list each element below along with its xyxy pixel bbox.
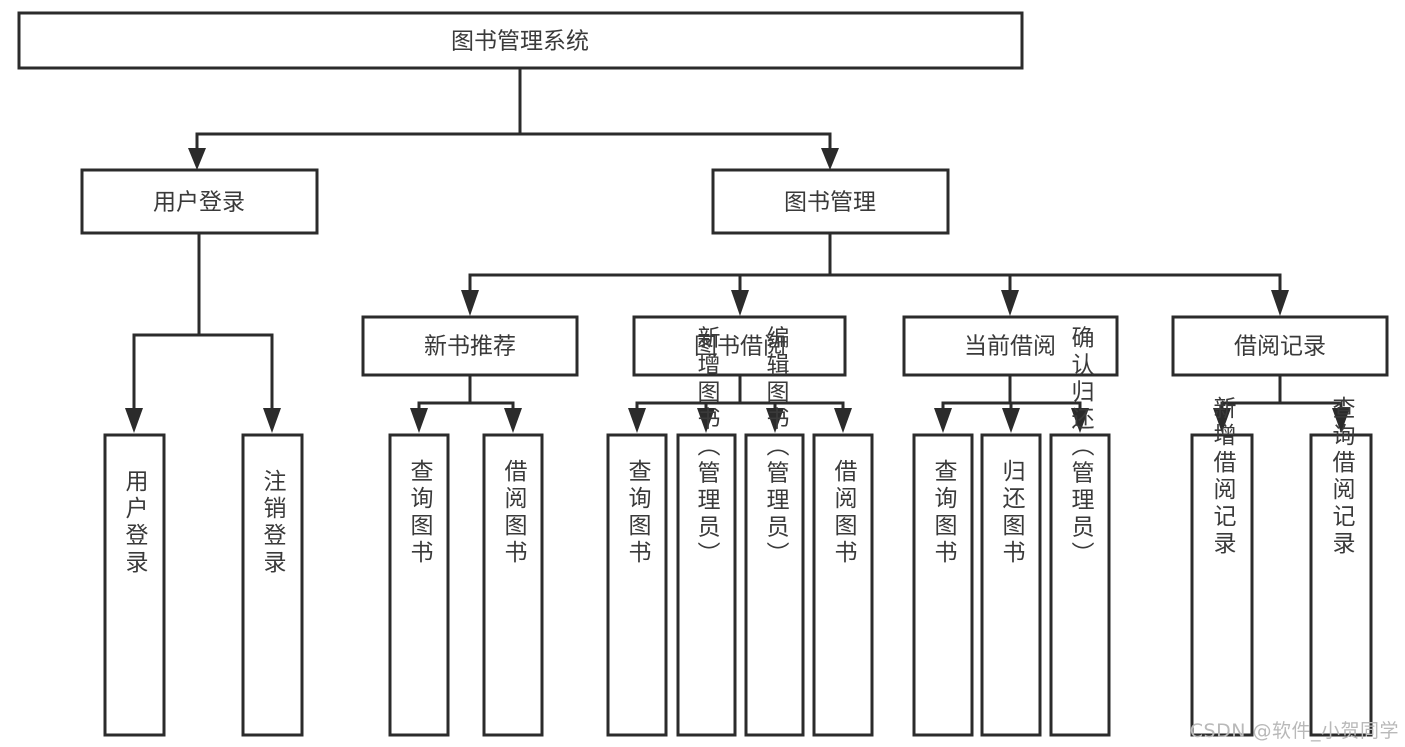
arrow-to-leaf-return-book [1002, 408, 1020, 433]
node-leaf-add-book-box[interactable] [676, 433, 737, 737]
node-leaf-add-book[interactable]: 新增图书（管理员） [676, 326, 737, 737]
node-leaf-query-record-label: 查询借阅记录 [1328, 396, 1356, 558]
node-leaf-edit-book-label: 编辑图书（管理员） [762, 326, 790, 569]
node-book-borrow-label: 图书借阅 [694, 334, 786, 360]
node-user-login[interactable]: 用户登录 [80, 168, 319, 235]
node-leaf-add-record[interactable]: 新增借阅记录 [1190, 396, 1254, 737]
arrow-to-leaf-query-record [1332, 408, 1350, 433]
arrow-to-leaf-user-login [125, 408, 143, 433]
node-leaf-borrow-book-1-label: 借阅图书 [500, 459, 528, 567]
node-leaf-borrow-book-1[interactable]: 借阅图书 [482, 433, 544, 737]
node-leaf-query-book-2-box[interactable] [606, 433, 668, 737]
node-leaf-query-book-1-label: 查询图书 [406, 459, 434, 567]
node-new-book-recommend[interactable]: 新书推荐 [361, 315, 579, 377]
node-leaf-query-book-2[interactable]: 查询图书 [606, 433, 668, 737]
node-current-borrow[interactable]: 当前借阅 [902, 315, 1119, 377]
node-borrow-record-box[interactable] [1171, 315, 1389, 377]
node-root[interactable]: 图书管理系统 [17, 11, 1024, 70]
node-leaf-query-book-3-label: 查询图书 [930, 459, 958, 567]
node-book-borrow-box[interactable] [632, 315, 847, 377]
node-leaf-user-login-box[interactable] [103, 433, 166, 737]
arrow-to-current-borrow [1001, 290, 1019, 316]
node-book-management[interactable]: 图书管理 [711, 168, 950, 235]
node-leaf-user-login-label: 用户登录 [121, 469, 149, 577]
arrow-to-new-book-recommend [461, 290, 479, 316]
node-borrow-record[interactable]: 借阅记录 [1171, 315, 1389, 377]
node-leaf-confirm-return-label: 确认归还（管理员） [1067, 326, 1095, 569]
node-leaf-return-book-label: 归还图书 [998, 459, 1026, 567]
node-leaf-borrow-book-1-box[interactable] [482, 433, 544, 737]
node-leaf-user-logout[interactable]: 注销登录 [241, 433, 304, 737]
node-new-book-recommend-label: 新书推荐 [424, 334, 516, 360]
node-leaf-add-book-label: 新增图书（管理员） [693, 326, 721, 569]
node-book-management-box[interactable] [711, 168, 950, 235]
node-leaf-user-logout-box[interactable] [241, 433, 304, 737]
node-leaf-user-login[interactable]: 用户登录 [103, 433, 166, 737]
arrow-to-leaf-borrow-book-2 [834, 408, 852, 433]
node-leaf-query-book-3-box[interactable] [912, 433, 974, 737]
node-new-book-recommend-box[interactable] [361, 315, 579, 377]
node-leaf-borrow-book-2[interactable]: 借阅图书 [812, 433, 874, 737]
arrow-to-book-management [821, 148, 839, 170]
arrow-to-leaf-add-record [1213, 408, 1231, 433]
node-leaf-user-logout-label: 注销登录 [259, 469, 287, 577]
node-leaf-confirm-return-box[interactable] [1049, 433, 1111, 737]
node-borrow-record-label: 借阅记录 [1234, 334, 1326, 360]
node-root-label: 图书管理系统 [451, 29, 589, 55]
arrow-to-leaf-query-book-1 [410, 408, 428, 433]
node-leaf-edit-book[interactable]: 编辑图书（管理员） [744, 326, 805, 737]
arrow-to-leaf-add-book [697, 408, 715, 433]
node-book-borrow[interactable]: 图书借阅 [632, 315, 847, 377]
arrow-to-user-login [188, 148, 206, 170]
node-leaf-return-book-box[interactable] [980, 433, 1042, 737]
node-leaf-query-record[interactable]: 查询借阅记录 [1309, 396, 1373, 737]
node-leaf-edit-book-box[interactable] [744, 433, 805, 737]
node-leaf-query-record-box[interactable] [1309, 433, 1373, 737]
connector-group [125, 66, 1350, 433]
node-current-borrow-box[interactable] [902, 315, 1119, 377]
node-leaf-return-book[interactable]: 归还图书 [980, 433, 1042, 737]
node-leaf-query-book-1-box[interactable] [388, 433, 450, 737]
arrow-to-leaf-query-book-2 [628, 408, 646, 433]
csdn-watermark: CSDN @软件_小贺同学 [1189, 720, 1399, 742]
node-leaf-query-book-1[interactable]: 查询图书 [388, 433, 450, 737]
arrow-to-leaf-edit-book [766, 408, 784, 433]
node-leaf-borrow-book-2-label: 借阅图书 [830, 459, 858, 567]
arrow-to-leaf-query-book-3 [934, 408, 952, 433]
node-root-box[interactable] [17, 11, 1024, 70]
node-leaf-query-book-2-label: 查询图书 [624, 459, 652, 567]
node-book-management-label: 图书管理 [784, 190, 876, 216]
node-leaf-add-record-label: 新增借阅记录 [1209, 396, 1237, 558]
node-user-login-label: 用户登录 [153, 190, 245, 216]
node-leaf-query-book-3[interactable]: 查询图书 [912, 433, 974, 737]
arrow-to-leaf-user-logout [263, 408, 281, 433]
arrow-to-leaf-confirm-return [1071, 408, 1089, 433]
node-current-borrow-label: 当前借阅 [964, 334, 1056, 360]
node-user-login-box[interactable] [80, 168, 319, 235]
arrow-to-book-borrow [731, 290, 749, 316]
arrow-to-leaf-borrow-book-1 [504, 408, 522, 433]
node-leaf-confirm-return[interactable]: 确认归还（管理员） [1049, 326, 1111, 737]
arrow-to-borrow-record [1271, 290, 1289, 316]
node-leaf-add-record-box[interactable] [1190, 433, 1254, 737]
node-leaf-borrow-book-2-box[interactable] [812, 433, 874, 737]
